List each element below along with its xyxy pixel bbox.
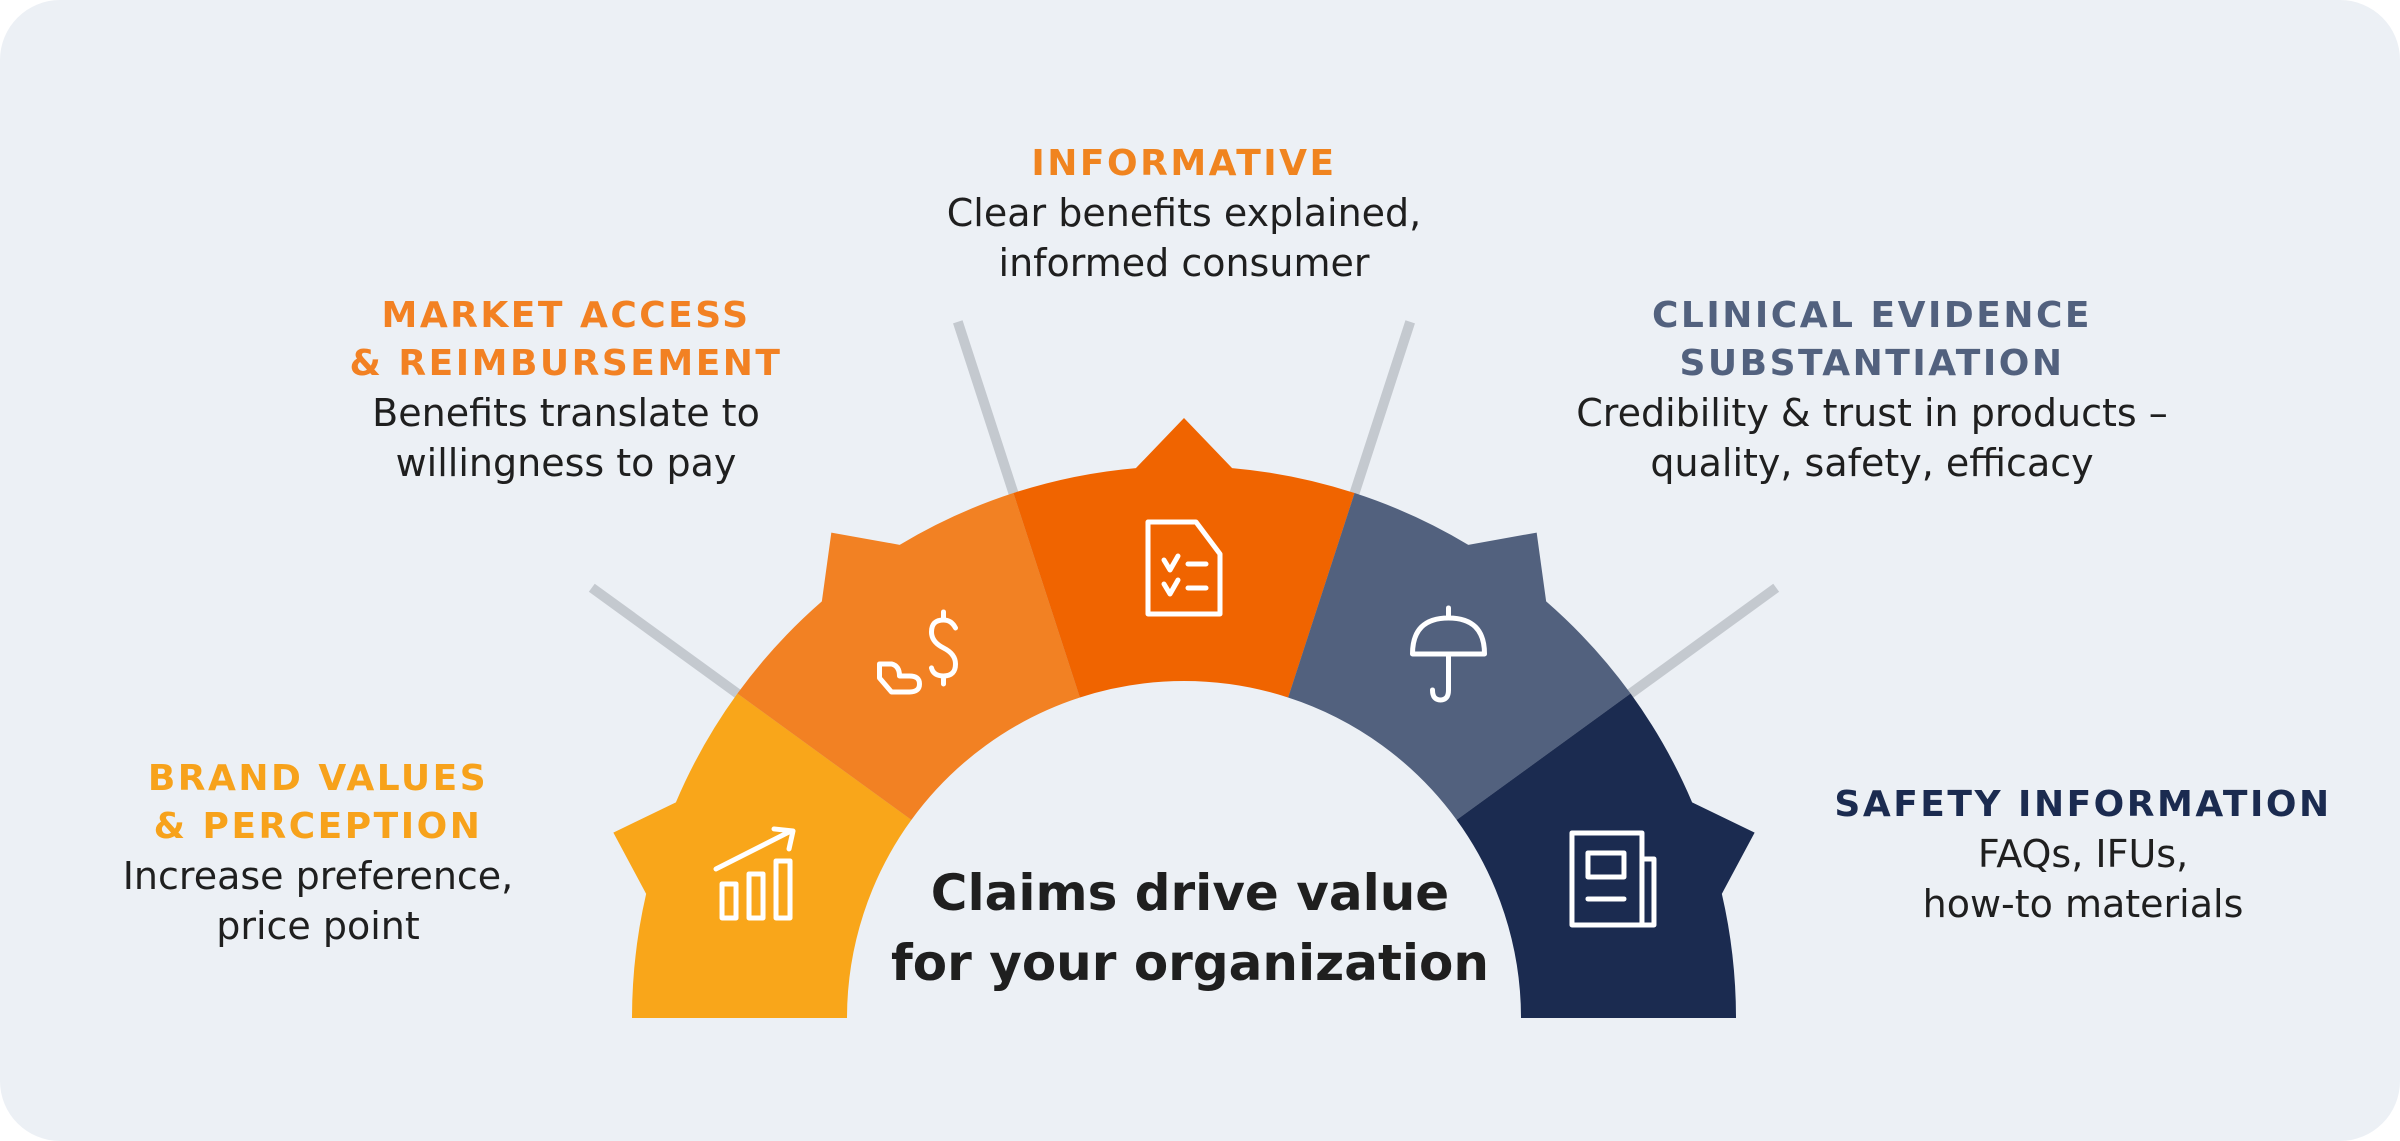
clinical-body-2: quality, safety, efficacy bbox=[1650, 441, 2094, 485]
safety-information-label: SAFETY INFORMATION FAQs, IFUs, how-to ma… bbox=[1834, 781, 2331, 929]
umbrella-icon bbox=[1410, 605, 1488, 703]
hand-dollar-icon bbox=[876, 609, 958, 695]
center-title-line-2: for your organization bbox=[891, 934, 1489, 992]
clinical-body-1: Credibility & trust in products – bbox=[1576, 391, 2168, 435]
newspaper-icon bbox=[1569, 830, 1657, 928]
brand-heading-2: & PERCEPTION bbox=[153, 806, 483, 847]
market-body-1: Benefits translate to bbox=[372, 391, 760, 435]
safety-body-1: FAQs, IFUs, bbox=[1977, 832, 2189, 876]
clinical-evidence-label: CLINICAL EVIDENCE SUBSTANTIATION Credibi… bbox=[1576, 292, 2168, 488]
safety-heading: SAFETY INFORMATION bbox=[1834, 784, 2332, 825]
informative-body-1: Clear benefits explained, bbox=[946, 191, 1422, 235]
segment-safety bbox=[1456, 693, 1755, 1018]
center-title: Claims drive value for your organization bbox=[891, 858, 1489, 998]
brand-heading-1: BRAND VALUES bbox=[147, 758, 489, 799]
market-heading-2: & REIMBURSEMENT bbox=[349, 343, 783, 384]
center-title-line-1: Claims drive value bbox=[930, 864, 1450, 922]
segment-brand bbox=[613, 693, 912, 1018]
segment-clinical bbox=[1288, 493, 1631, 820]
chart-growth-icon bbox=[713, 826, 796, 921]
segment-market bbox=[737, 493, 1080, 820]
brand-values-label: BRAND VALUES & PERCEPTION Increase prefe… bbox=[123, 755, 514, 951]
informative-label: INFORMATIVE Clear benefits explained, in… bbox=[947, 140, 1422, 288]
segment-informative bbox=[1013, 418, 1355, 698]
market-body-2: willingness to pay bbox=[395, 441, 737, 485]
brand-body-2: price point bbox=[216, 904, 420, 948]
checklist-document-icon bbox=[1145, 519, 1223, 617]
informative-body-2: informed consumer bbox=[998, 241, 1370, 285]
informative-heading: INFORMATIVE bbox=[1031, 143, 1337, 184]
safety-body-2: how-to materials bbox=[1922, 882, 2244, 926]
clinical-heading-2: SUBSTANTIATION bbox=[1679, 343, 2065, 384]
clinical-heading-1: CLINICAL EVIDENCE bbox=[1652, 295, 2092, 336]
brand-body-1: Increase preference, bbox=[122, 854, 514, 898]
market-heading-1: MARKET ACCESS bbox=[381, 295, 751, 336]
market-access-label: MARKET ACCESS & REIMBURSEMENT Benefits t… bbox=[350, 292, 783, 488]
